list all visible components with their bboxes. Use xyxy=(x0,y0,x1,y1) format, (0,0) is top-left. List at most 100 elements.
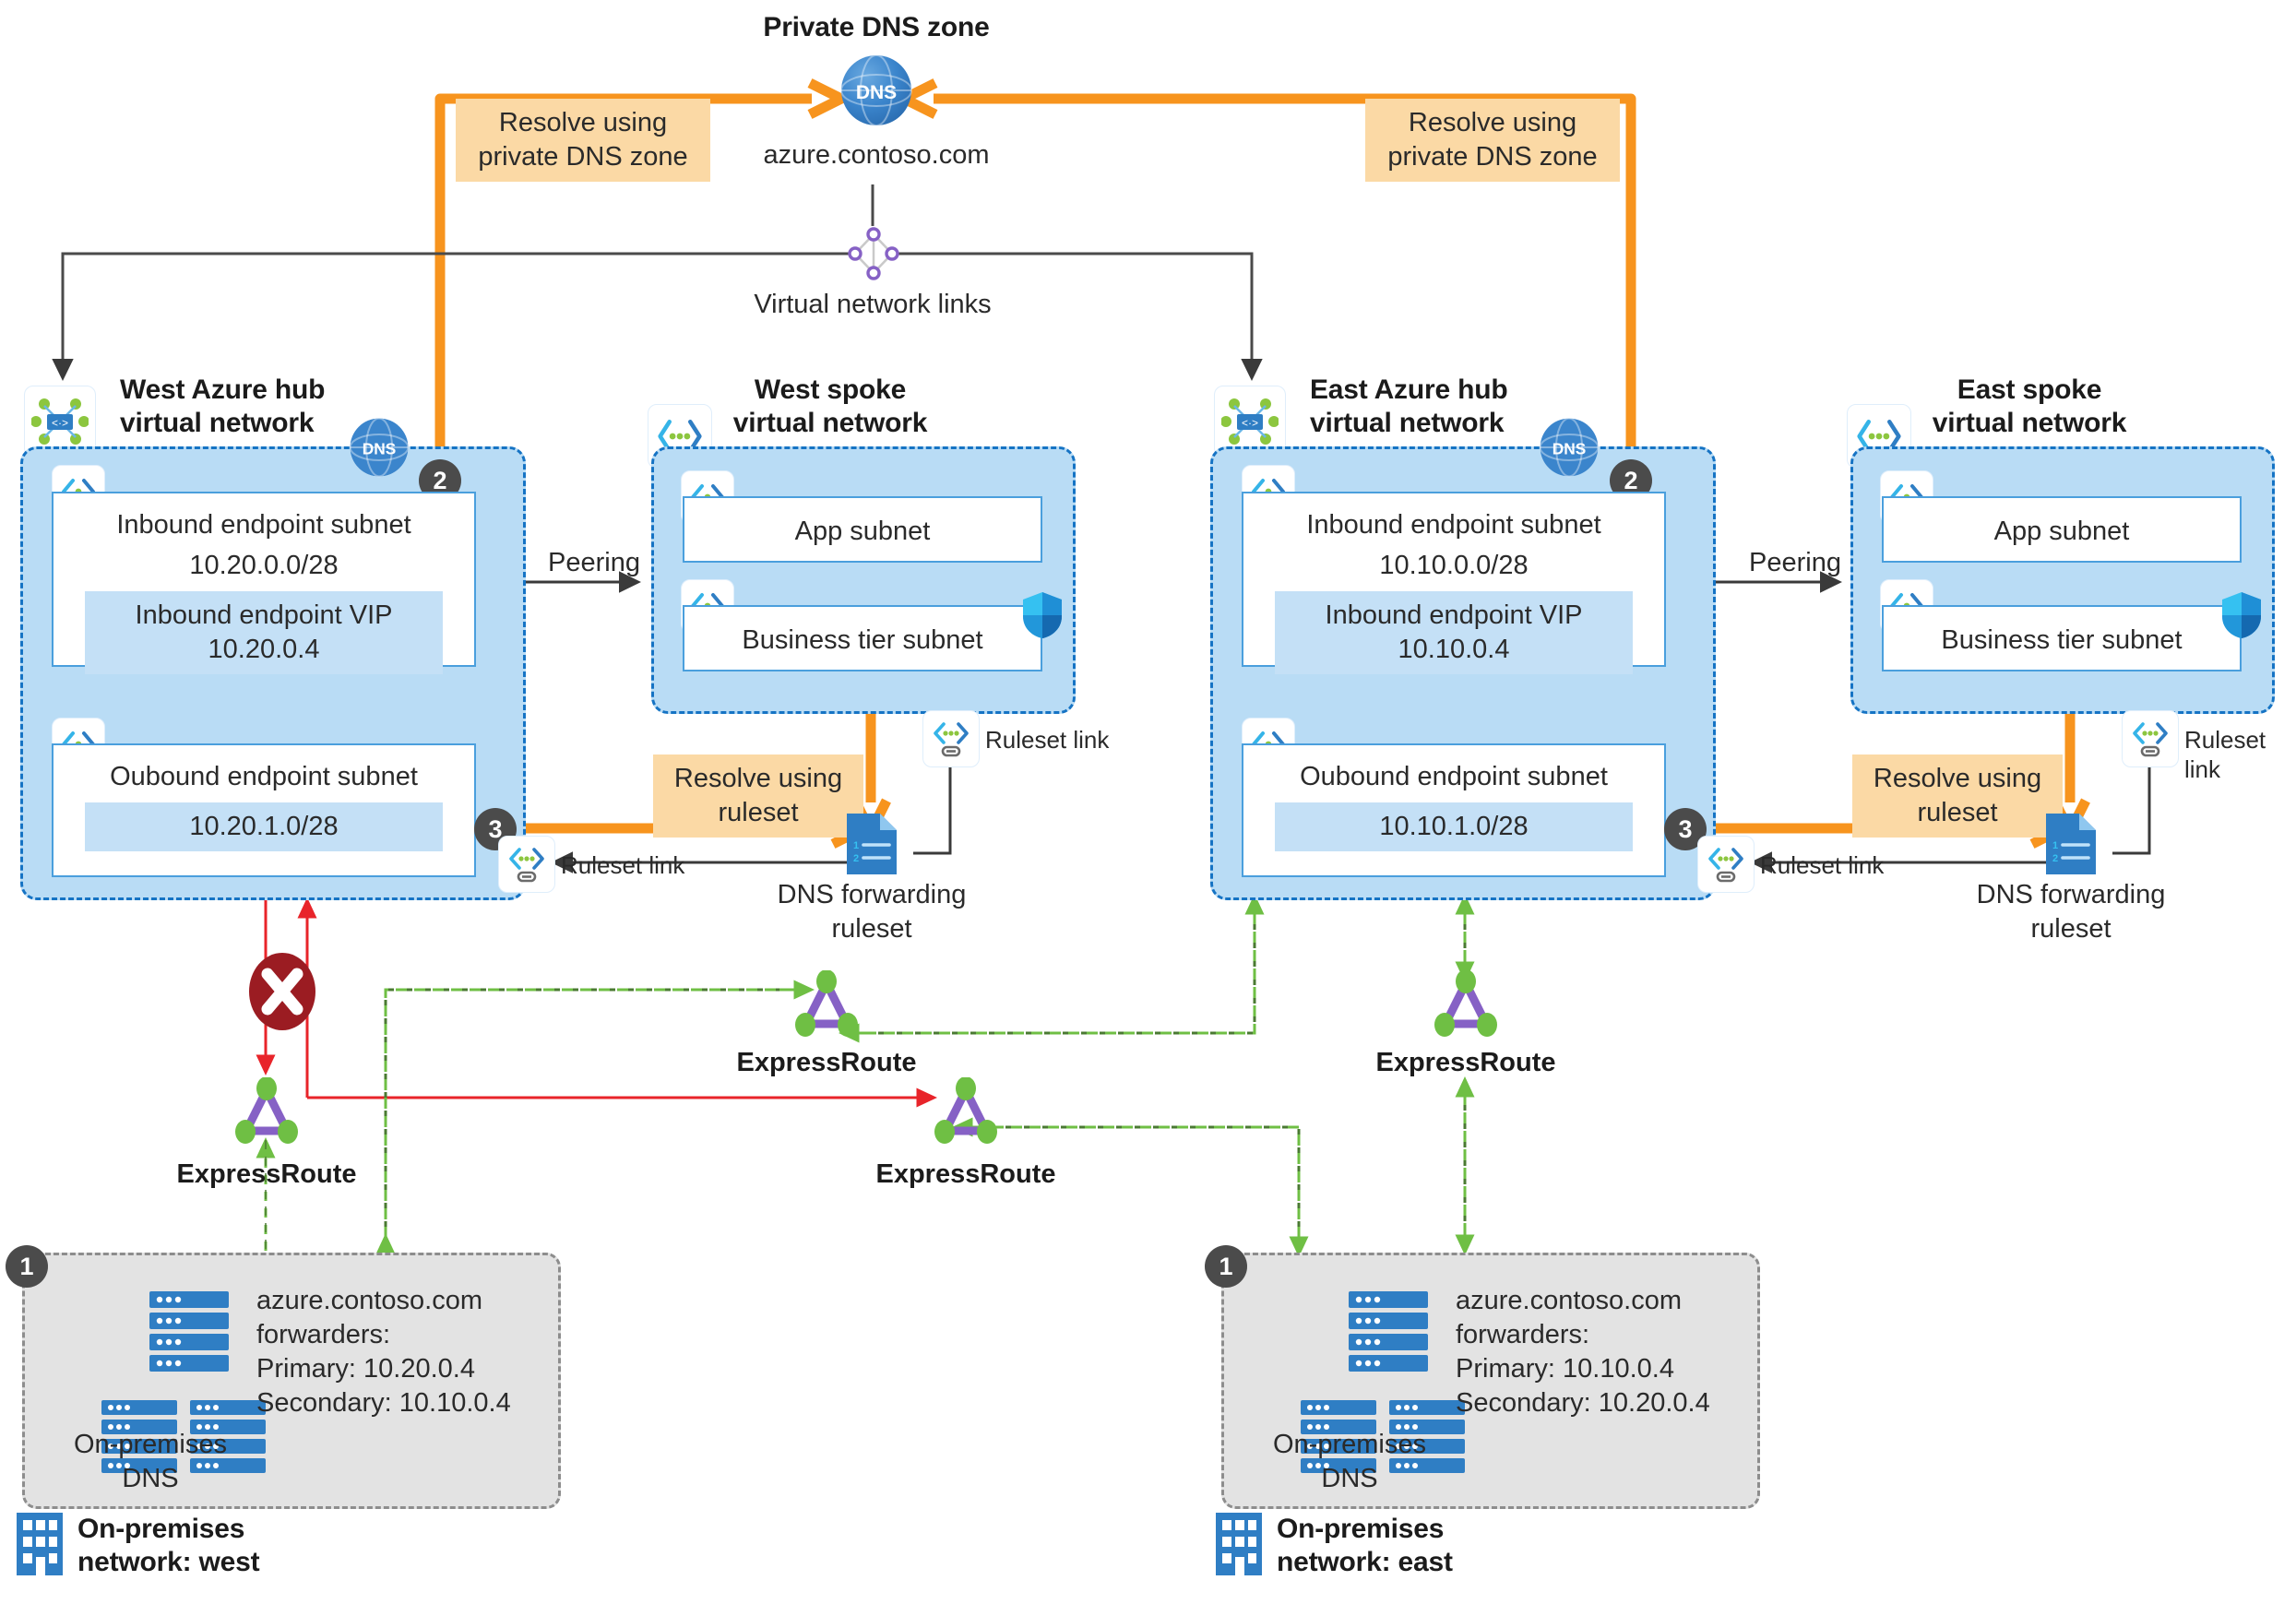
svg-text:<·>: <·> xyxy=(52,417,68,430)
virtual-network-links-label: Virtual network links xyxy=(754,290,992,319)
private-dns-zone-title: Private DNS zone xyxy=(763,12,990,42)
east-spoke-title-line2: virtual network xyxy=(1932,408,2127,438)
west-spoke-title: West spoke virtual network xyxy=(646,374,1015,440)
svg-text:DNS: DNS xyxy=(856,82,897,103)
callout-resolve-ruleset-east: Resolve using ruleset xyxy=(1852,754,2063,838)
west-spoke-ruleset-link-label: Ruleset link xyxy=(985,726,1110,754)
onprem-east-network-line1: On-premises xyxy=(1277,1514,1445,1544)
step-badge-1-east: 1 xyxy=(1205,1245,1247,1288)
west-spoke-app-subnet: App subnet xyxy=(683,496,1042,563)
svg-text:<·>: <·> xyxy=(1242,417,1258,430)
onprem-west-secondary: Secondary: 10.10.0.4 xyxy=(256,1388,511,1418)
onprem-west-primary: Primary: 10.20.0.4 xyxy=(256,1354,475,1384)
onprem-west-network-label: On-premises network: west xyxy=(77,1513,465,1579)
private-dns-zone-name: azure.contoso.com xyxy=(763,140,990,170)
step-badge-3-west: 3 xyxy=(474,808,517,850)
east-hub-title-line1: East Azure hub xyxy=(1310,374,1508,405)
east-spoke-ruleset-link-icon xyxy=(2122,710,2179,767)
onprem-east-network-label: On-premises network: east xyxy=(1277,1513,1664,1579)
west-spoke-shield-icon xyxy=(1020,590,1065,645)
onprem-west-building-icon xyxy=(15,1511,65,1582)
east-inbound-subnet-label: Inbound endpoint subnet xyxy=(1306,510,1601,540)
svg-text:2: 2 xyxy=(853,853,859,864)
onprem-west-forwarders-heading: forwarders: xyxy=(256,1320,391,1349)
east-hub-ruleset-link-icon xyxy=(1697,836,1755,893)
east-outbound-subnet: Oubound endpoint subnet 10.10.1.0/28 xyxy=(1242,743,1666,877)
east-spoke-app-subnet-label: App subnet xyxy=(1993,517,2130,546)
west-hub-dns-badge-icon: DNS xyxy=(349,417,410,482)
onprem-east-forwarders-heading: forwarders: xyxy=(1456,1320,1590,1349)
svg-text:1: 1 xyxy=(2052,840,2058,851)
west-inbound-subnet: Inbound endpoint subnet 10.20.0.0/28 Inb… xyxy=(52,492,476,674)
west-hub-title-line1: West Azure hub xyxy=(120,374,326,405)
callout-line-1: Resolve using xyxy=(1873,764,2042,793)
svg-text:1: 1 xyxy=(853,840,859,851)
east-ruleset-label-line2: ruleset xyxy=(2030,914,2112,944)
svg-text:2: 2 xyxy=(2052,853,2058,864)
step-badge-1-west: 1 xyxy=(6,1245,48,1288)
east-dns-forwarding-ruleset-label: DNS forwarding ruleset xyxy=(1937,878,2205,946)
onprem-east-dns-line2: DNS xyxy=(1321,1464,1378,1493)
west-hub-dns-badge-text: DNS xyxy=(363,439,397,457)
west-spoke-app-subnet-label: App subnet xyxy=(794,517,931,546)
west-ruleset-label-line1: DNS forwarding xyxy=(777,880,967,909)
onprem-west-network-line2: network: west xyxy=(77,1547,260,1577)
east-hub-vnet-icon: <·> xyxy=(1214,386,1286,457)
onprem-east-primary: Primary: 10.10.0.4 xyxy=(1456,1354,1674,1384)
east-spoke-business-subnet: Business tier subnet xyxy=(1882,605,2242,671)
onprem-east-dns-label: On-premises DNS xyxy=(1216,1428,1483,1496)
onprem-east-forwarders: azure.contoso.com forwarders: Primary: 1… xyxy=(1456,1284,1751,1420)
east-hub-title: East Azure hub virtual network xyxy=(1310,374,1614,440)
callout-line-1: Resolve using xyxy=(498,108,668,137)
onprem-west-dns-line2: DNS xyxy=(122,1464,179,1493)
west-hub-title: West Azure hub virtual network xyxy=(120,374,415,440)
east-spoke-title: East spoke virtual network xyxy=(1845,374,2214,440)
west-hub-ruleset-link-icon xyxy=(498,836,555,893)
onprem-west-network-line1: On-premises xyxy=(77,1514,245,1544)
west-inbound-vip-address: 10.20.0.4 xyxy=(208,635,320,664)
east-hub-ruleset-link-label: Ruleset link xyxy=(1760,851,1885,879)
east-outbound-subnet-cidr: 10.10.1.0/28 xyxy=(1275,802,1633,851)
callout-line-2: ruleset xyxy=(718,798,799,827)
east-inbound-subnet: Inbound endpoint subnet 10.10.0.0/28 Inb… xyxy=(1242,492,1666,674)
expressroute-mid-upper-icon xyxy=(789,969,864,1047)
east-spoke-title-line1: East spoke xyxy=(1957,374,2102,405)
west-spoke-business-subnet: Business tier subnet xyxy=(683,605,1042,671)
onprem-east-network-line2: network: east xyxy=(1277,1547,1453,1577)
west-spoke-ruleset-link-icon xyxy=(922,710,980,767)
callout-line-2: private DNS zone xyxy=(478,142,688,172)
west-inbound-subnet-cidr: 10.20.0.0/28 xyxy=(189,551,339,580)
callout-line-2: private DNS zone xyxy=(1387,142,1598,172)
east-inbound-vip: Inbound endpoint VIP 10.10.0.4 xyxy=(1275,591,1633,674)
east-hub-dns-badge-icon: DNS xyxy=(1539,417,1600,482)
callout-resolve-private-dns-west: Resolve using private DNS zone xyxy=(456,99,710,182)
virtual-network-links-icon xyxy=(845,224,902,288)
onprem-east-server-icon xyxy=(1301,1291,1509,1482)
west-outbound-subnet-cidr: 10.20.1.0/28 xyxy=(85,802,443,851)
east-outbound-subnet-label: Oubound endpoint subnet xyxy=(1300,762,1608,791)
east-ruleset-label-line1: DNS forwarding xyxy=(1976,880,2166,909)
west-inbound-subnet-label: Inbound endpoint subnet xyxy=(116,510,411,540)
callout-line-1: Resolve using xyxy=(673,764,843,793)
onprem-west-forwarders-domain: azure.contoso.com xyxy=(256,1286,483,1315)
peering-label-east: Peering xyxy=(1749,548,1841,577)
expressroute-west-icon xyxy=(229,1076,304,1154)
west-outbound-subnet-label: Oubound endpoint subnet xyxy=(110,762,418,791)
west-dns-forwarding-ruleset-label: DNS forwarding ruleset xyxy=(738,878,1005,946)
onprem-west-dns-line1: On-premises xyxy=(74,1430,227,1459)
west-outbound-subnet: Oubound endpoint subnet 10.20.1.0/28 xyxy=(52,743,476,877)
east-hub-title-line2: virtual network xyxy=(1310,408,1505,438)
east-spoke-shield-icon xyxy=(2219,590,2264,645)
west-hub-title-line2: virtual network xyxy=(120,408,315,438)
west-ruleset-label-line2: ruleset xyxy=(831,914,912,944)
west-inbound-vip-label: Inbound endpoint VIP xyxy=(135,600,393,630)
expressroute-east-icon xyxy=(1428,969,1504,1047)
east-inbound-vip-address: 10.10.0.4 xyxy=(1398,635,1510,664)
peering-label-west: Peering xyxy=(548,548,640,577)
onprem-west-dns-label: On-premises DNS xyxy=(17,1428,284,1496)
onprem-east-secondary: Secondary: 10.20.0.4 xyxy=(1456,1388,1710,1418)
blocked-connection-x-icon xyxy=(247,952,317,1036)
dns-globe-icon: DNS xyxy=(839,53,913,132)
